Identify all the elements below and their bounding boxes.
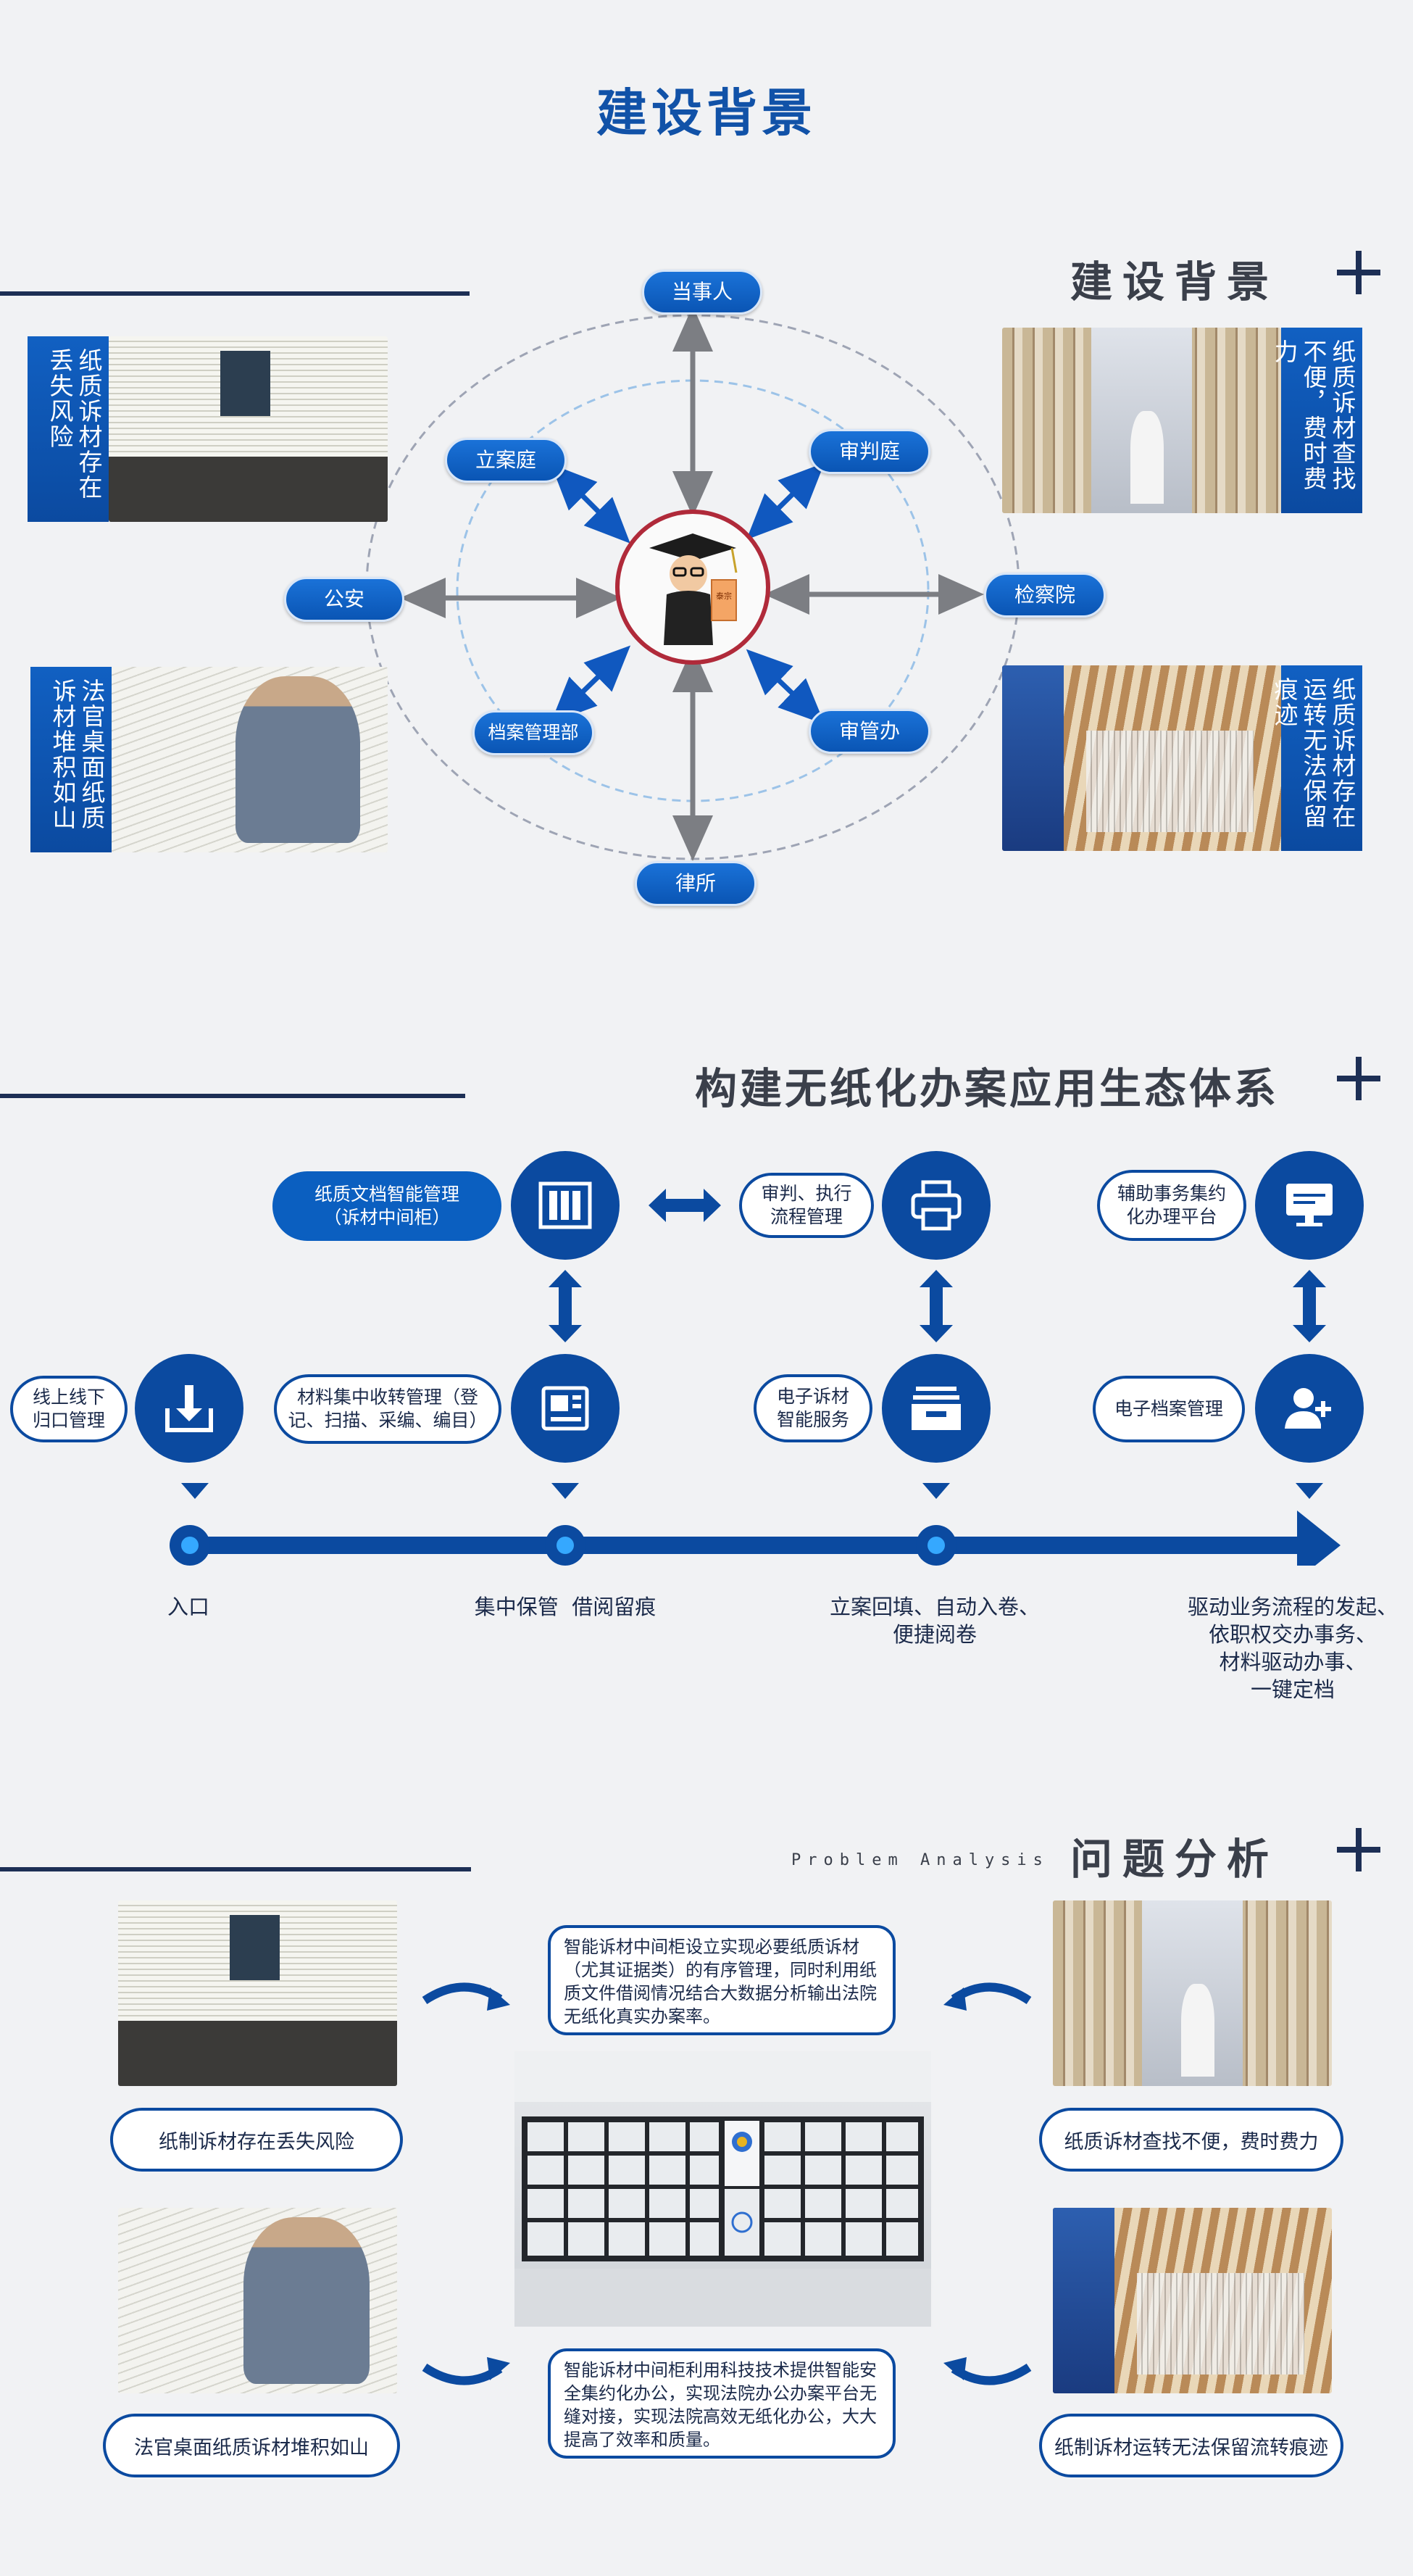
label-bottom-left: 法官桌面纸质诉材堆积如山	[30, 667, 112, 852]
label-top-left: 纸质诉材存在丢失风险	[28, 336, 109, 522]
double-arrow-vertical-icon-3	[1291, 1270, 1327, 1345]
timeline	[170, 1483, 1341, 1566]
section2-title: 构建无纸化办案应用生态体系	[694, 1064, 1279, 1113]
item-smart-archive: 纸质文档智能管理 （诉材中间柜）	[272, 1171, 501, 1241]
section3-divider	[0, 1867, 471, 1871]
intro-text-bottom: 智能诉材中间柜利用科技技术提供智能安全集约化办公，实现法院办公办案平台无缝对接，…	[548, 2348, 896, 2459]
monitor-icon	[1255, 1151, 1364, 1260]
photo-judge-desk	[112, 667, 388, 852]
printer-icon	[882, 1151, 991, 1260]
label-bottom-right: 纸质诉材存在运转无法保留痕迹	[1270, 665, 1362, 851]
item-e-material: 电子诉材 智能服务	[754, 1374, 872, 1442]
section1-plus-icon	[1337, 251, 1380, 294]
caption-top-right: 纸质诉材查找不便，费时费力	[1039, 2108, 1343, 2172]
item-aux-affairs: 辅助事务集约 化办理平台	[1097, 1170, 1246, 1241]
label-top-right: 纸质诉材查找不便，费时费力	[1270, 328, 1362, 513]
caption-bottom-right: 纸制诉材运转无法保留流转痕迹	[1039, 2414, 1343, 2477]
timeline-filing: 立案回填、自动入卷、 便捷阅卷	[829, 1595, 1040, 1647]
caption-bottom-left: 法官桌面纸质诉材堆积如山	[103, 2414, 400, 2477]
item-material-intake: 材料集中收转管理（登 记、扫描、采编、编目）	[274, 1374, 501, 1444]
section2-divider	[0, 1094, 465, 1098]
inbox-icon	[882, 1354, 991, 1463]
add-user-icon	[1255, 1354, 1364, 1463]
section3-subtitle: Problem Analysis	[791, 1851, 1049, 1869]
photo-archive-shelves-2	[1053, 1900, 1332, 2086]
curved-arrow-icon-4	[943, 2357, 1032, 2385]
section2-plus-icon	[1337, 1057, 1380, 1100]
download-icon	[135, 1354, 243, 1463]
shelf-icon	[511, 1151, 620, 1260]
intro-text-top: 智能诉材中间柜设立实现必要纸质诉材（尤其证据类）的有序管理，同时利用纸质文件借阅…	[548, 1925, 896, 2035]
photo-desk-papers-2	[118, 1900, 397, 2086]
section3-plus-icon	[1337, 1828, 1380, 1871]
photo-file-cart-2	[1053, 2208, 1332, 2393]
double-arrow-horizontal-icon	[649, 1187, 721, 1226]
photo-judge-desk-2	[118, 2208, 397, 2393]
node-jianchayuan: 检察院	[984, 573, 1106, 618]
node-gongan: 公安	[284, 577, 404, 622]
curved-arrow-icon-3	[422, 2357, 510, 2385]
page-title: 建设背景	[596, 83, 817, 143]
item-e-archive: 电子档案管理	[1093, 1376, 1245, 1442]
judge-icon: 泰宗	[649, 533, 738, 645]
photo-archive-shelves	[1002, 328, 1281, 513]
node-danganguanlibu: 档案管理部	[472, 710, 594, 755]
node-lvsuo: 律所	[635, 861, 756, 906]
section3-title: 问题分析	[1070, 1835, 1279, 1884]
node-shenpanting: 审判庭	[809, 429, 930, 474]
curved-arrow-icon	[422, 1982, 510, 2011]
section1-divider	[0, 291, 470, 296]
double-arrow-vertical-icon-2	[918, 1270, 954, 1345]
section1-title: 建设背景	[1070, 257, 1279, 307]
timeline-entry: 入口	[167, 1595, 209, 1619]
double-arrow-vertical-icon	[547, 1270, 583, 1345]
item-trial-exec: 审判、执行 流程管理	[739, 1173, 874, 1238]
item-online-offline: 线上线下 归口管理	[10, 1376, 128, 1442]
photo-file-cart	[1002, 665, 1281, 851]
judge-badge-text: 泰宗	[716, 591, 732, 601]
hub-diagram: 泰宗	[365, 306, 1020, 861]
photo-desk-papers	[109, 336, 388, 522]
timeline-central: 集中保管 借阅留痕	[474, 1595, 657, 1619]
curved-arrow-icon-2	[943, 1982, 1032, 2011]
node-dangshiren: 当事人	[642, 270, 762, 315]
caption-top-left: 纸制诉材存在丢失风险	[110, 2108, 403, 2172]
smart-cabinet-image	[514, 2051, 931, 2327]
node-shenguanban: 审管办	[809, 709, 930, 754]
scanner-icon	[511, 1354, 620, 1463]
timeline-drive: 驱动业务流程的发起、 依职权交办事务、 材料驱动办事、 一键定档	[1187, 1595, 1398, 1702]
node-lianting: 立案庭	[445, 438, 567, 483]
